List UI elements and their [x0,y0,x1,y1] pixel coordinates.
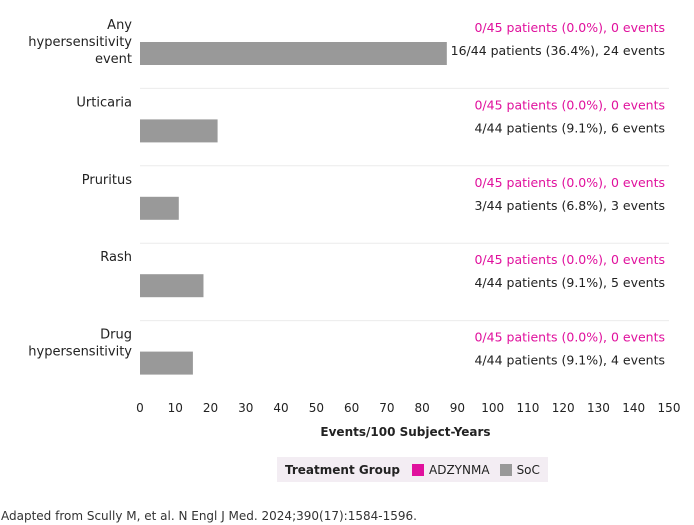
legend: Treatment Group ADZYNMA SoC [277,457,548,482]
x-tick-label: 140 [622,401,645,415]
soc-bar [140,119,218,143]
source-citation: Adapted from Scully M, et al. N Engl J M… [1,509,417,523]
soc-data-label: 3/44 patients (6.8%), 3 events [474,198,665,213]
legend-label-soc: SoC [516,462,540,477]
legend-label-adzynma: ADZYNMA [429,462,490,477]
x-tick-label: 40 [273,401,288,415]
category-label: Pruritus [82,173,132,188]
adzynma-data-label: 0/45 patients (0.0%), 0 events [474,97,665,112]
x-tick-label: 80 [414,401,429,415]
x-tick-label: 0 [136,401,144,415]
x-tick-label: 150 [658,401,681,415]
x-tick-label: 60 [344,401,359,415]
category-label: Urticaria [76,95,132,110]
x-tick-label: 110 [516,401,539,415]
bar-chart: 0 10 20 30 40 50 60 70 80 90 100 110 120 130 140 150Eve… [28,18,681,439]
soc-bar [140,351,193,375]
x-tick-label: 120 [552,401,575,415]
x-tick-label: 50 [309,401,324,415]
legend-swatch-soc [499,463,512,476]
category-label: event [95,52,132,67]
soc-data-label: 4/44 patients (9.1%), 4 events [474,353,665,368]
soc-bar [140,196,179,220]
adzynma-data-label: 0/45 patients (0.0%), 0 events [474,330,665,345]
category-label: Drug [100,328,132,343]
category-label: hypersensitivity [28,345,132,360]
category-label: Any [107,18,132,33]
x-tick-label: 70 [379,401,394,415]
x-tick-label: 90 [450,401,465,415]
legend-title: Treatment Group [285,462,401,477]
x-tick-label: 30 [238,401,253,415]
x-tick-label: 100 [481,401,504,415]
x-tick-label: 20 [203,401,218,415]
soc-bar [140,274,204,298]
adzynma-data-label: 0/45 patients (0.0%), 0 events [474,175,665,190]
soc-data-label: 4/44 patients (9.1%), 6 events [474,120,665,135]
soc-bar [140,42,447,65]
category-label: Rash [100,250,132,265]
adzynma-data-label: 0/45 patients (0.0%), 0 events [474,20,665,35]
soc-data-label: 4/44 patients (9.1%), 5 events [474,275,665,290]
legend-item-adzynma: ADZYNMA [412,463,490,477]
soc-data-label: 16/44 patients (36.4%), 24 events [451,43,665,58]
x-axis-title: Events/100 Subject-Years [320,425,490,439]
x-tick-label: 130 [587,401,610,415]
legend-swatch-adzynma [412,463,425,476]
x-tick-label: 10 [168,401,183,415]
legend-item-soc: SoC [499,462,540,477]
adzynma-data-label: 0/45 patients (0.0%), 0 events [474,252,665,267]
category-label: hypersensitivity [28,35,132,50]
